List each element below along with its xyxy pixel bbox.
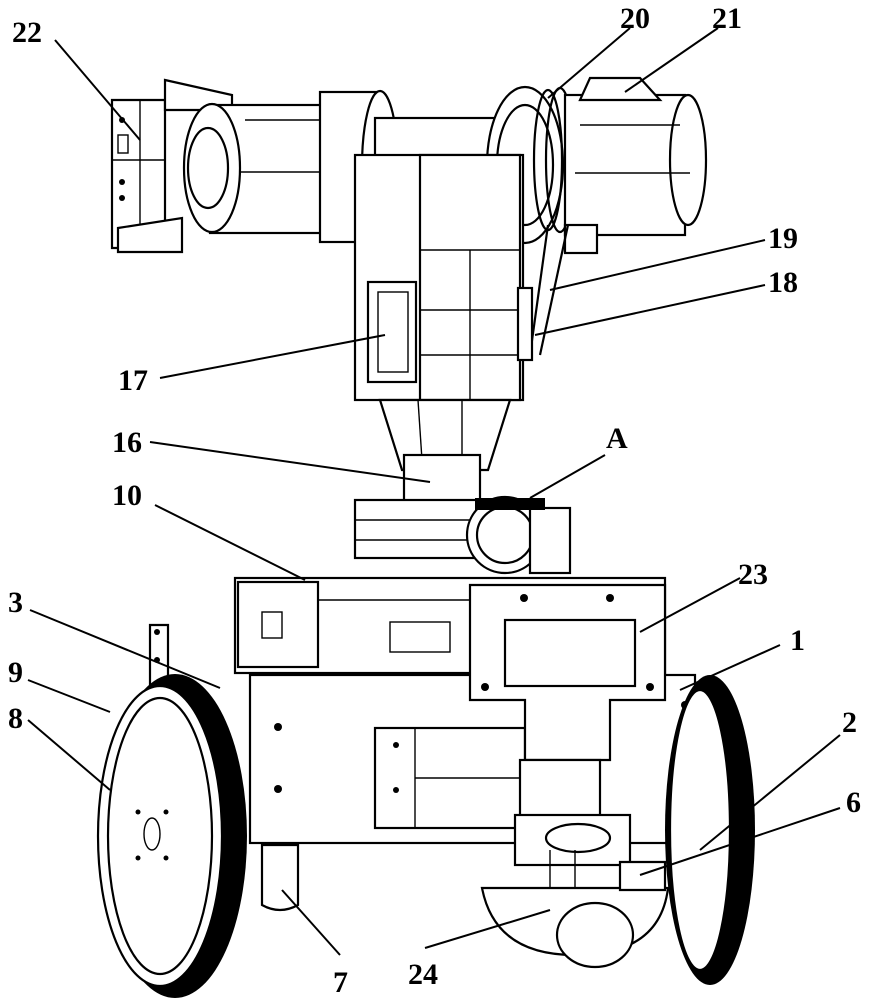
label-9: 9 <box>8 656 23 689</box>
turntable <box>355 497 570 573</box>
gear-teeth <box>475 498 545 510</box>
label-22: 22 <box>12 16 42 49</box>
label-8: 8 <box>8 702 23 735</box>
label-a: A <box>606 422 628 455</box>
label-20: 20 <box>620 2 650 35</box>
label-7: 7 <box>333 966 348 999</box>
lower-supports <box>380 400 510 505</box>
label-24: 24 <box>408 958 438 991</box>
label-18: 18 <box>768 266 798 299</box>
label-3: 3 <box>8 586 23 619</box>
right-wheel <box>665 675 755 985</box>
label-21: 21 <box>712 2 742 35</box>
rear-caster <box>262 845 298 910</box>
label-16: 16 <box>112 426 142 459</box>
label-10: 10 <box>112 479 142 512</box>
label-17: 17 <box>118 364 148 397</box>
label-1: 1 <box>790 624 805 657</box>
label-6: 6 <box>846 786 861 819</box>
left-wheel <box>98 674 247 998</box>
label-23: 23 <box>738 558 768 591</box>
label-19: 19 <box>768 222 798 255</box>
label-2: 2 <box>842 706 857 739</box>
